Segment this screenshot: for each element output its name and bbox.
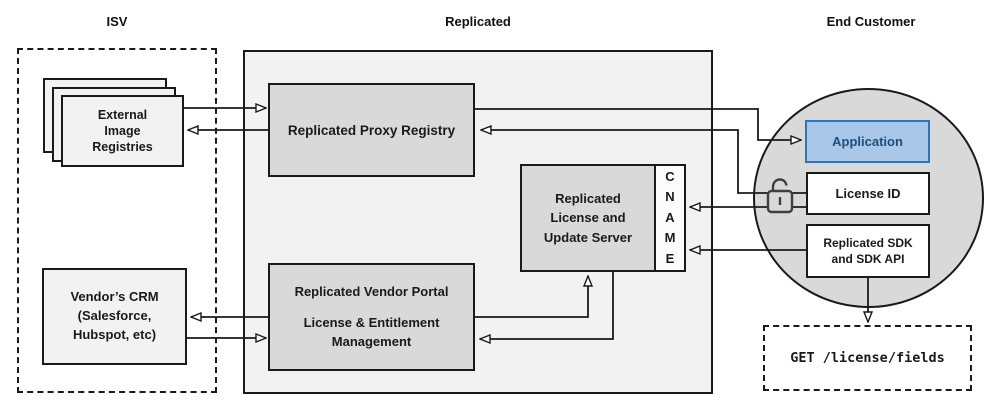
external-image-registries-label: External Image Registries	[92, 107, 153, 155]
cname-label: C N A M E	[664, 168, 676, 266]
license-id-node: License ID	[806, 172, 930, 215]
get-license-fields-label: GET /license/fields	[790, 350, 945, 366]
replicated-proxy-registry-node: Replicated Proxy Registry	[268, 83, 475, 177]
license-update-server-node: Replicated License and Update Server	[520, 164, 656, 272]
vendor-portal-node: Replicated Vendor Portal License & Entit…	[268, 263, 475, 371]
proxy-registry-label: Replicated Proxy Registry	[287, 122, 456, 138]
application-node: Application	[805, 120, 930, 163]
vendor-portal-subtitle: License & Entitlement Management	[303, 315, 440, 349]
section-header-replicated: Replicated	[445, 14, 511, 29]
section-header-end-customer: End Customer	[826, 14, 916, 29]
application-label: Application	[832, 134, 903, 149]
replicated-sdk-label: Replicated SDK and SDK API	[823, 235, 913, 266]
vendor-crm-node: Vendor’s CRM (Salesforce, Hubspot, etc)	[42, 268, 187, 365]
section-header-isv: ISV	[106, 14, 128, 29]
license-update-server-label: Replicated License and Update Server	[543, 190, 633, 245]
cname-strip: C N A M E	[654, 164, 686, 272]
license-id-label: License ID	[835, 186, 901, 201]
get-license-fields-node: GET /license/fields	[763, 325, 972, 391]
vendor-portal-title: Replicated Vendor Portal	[294, 284, 449, 300]
replicated-sdk-node: Replicated SDK and SDK API	[806, 224, 930, 278]
vendor-crm-label: Vendor’s CRM (Salesforce, Hubspot, etc)	[70, 289, 159, 342]
external-image-registries-node: External Image Registries	[61, 95, 184, 167]
